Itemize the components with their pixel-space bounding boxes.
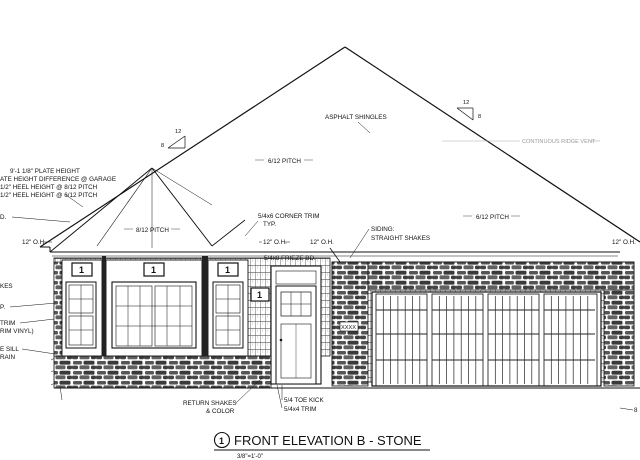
overhang-label: 12" O.H. (22, 239, 46, 246)
toe-kick-label: 5/4 TOE KICK (284, 397, 324, 404)
siding-label: SIDING: (371, 226, 395, 233)
title-number-circle (213, 431, 231, 449)
window-tag-number: 1 (225, 265, 230, 275)
overhang-label: 12" O.H. (263, 239, 287, 246)
plate-note-line: 9'-1 1/8" PLATE HEIGHT (10, 168, 80, 175)
plate-note-line: 1/2" HEEL HEIGHT @ 6/12 PITCH (0, 192, 98, 199)
asphalt-shingles-label: ASPHALT SHINGLES (325, 114, 387, 121)
corner-trim-label: 5/4x6 CORNER TRIM (258, 213, 319, 220)
window-tag: 1 (217, 262, 239, 277)
note-cutoff: D. (0, 214, 7, 221)
note-cutoff: P. (0, 304, 5, 311)
window-left (65, 281, 97, 349)
stone-header (367, 261, 635, 291)
entry-door (270, 265, 322, 385)
window-tag: 1 (250, 287, 270, 302)
overhang-label: 12" O.H. (310, 239, 334, 246)
title-block: 1 FRONT ELEVATION B - STONE 3/8"=1'-0" (213, 431, 430, 460)
garage-door (371, 291, 602, 387)
pitch-run-left: 12 (175, 129, 181, 135)
address-plaque (339, 321, 359, 332)
window-tag-number: 1 (151, 265, 156, 275)
roof (39, 46, 640, 263)
pitch-label-center: 6/12 PITCH (268, 158, 301, 165)
window-tag-number: 1 (257, 290, 262, 300)
stone-wainscot-left (53, 355, 272, 389)
window-tag-number: 1 (79, 265, 84, 275)
pitch-symbol-right: 12 8 (456, 100, 481, 121)
note-cutoff: RIM VINYL) (0, 328, 34, 335)
drawing-scale: 3/8"=1'-0" (237, 454, 263, 460)
return-shakes-label: & COLOR (206, 408, 235, 415)
note-cutoff: RAIN (0, 354, 15, 361)
pitch-label-hip: 8/12 PITCH (136, 227, 169, 234)
pitch-run-right: 12 (463, 100, 469, 106)
address-plaque-text: XXXX (341, 325, 356, 331)
overhang-label: 12" O.H. (612, 239, 636, 246)
plate-height-notes: 9'-1 1/8" PLATE HEIGHT ATE HEIGHT DIFFER… (0, 168, 116, 208)
trim-label: 5/4x4 TRIM (284, 406, 316, 413)
pitch-label-right: 6/12 PITCH (476, 214, 509, 221)
note-cutoff: E SILL (0, 346, 19, 353)
window-tag: 1 (143, 262, 165, 277)
door-knob-icon (279, 338, 283, 342)
plate-note-line: 1/2" HEEL HEIGHT @ 8/12 PITCH (0, 184, 98, 191)
note-cutoff: KES (0, 283, 13, 290)
siding-label: STRAIGHT SHAKES (371, 235, 430, 242)
stone-pier (603, 289, 635, 387)
return-shakes-label: RETURN SHAKES (183, 400, 237, 407)
garage-door-slats (376, 296, 595, 384)
plate-note-line: ATE HEIGHT DIFFERENCE @ GARAGE (0, 176, 116, 183)
note-cutoff: TRIM (0, 320, 15, 327)
pitch-symbol-left: 12 8 (161, 129, 186, 149)
corner-trim-label: TYP. (263, 221, 276, 228)
pitch-rise-right: 8 (478, 114, 481, 120)
ridge-vent-label: CONTINUOUS RIDGE VENT (522, 139, 596, 145)
pitch-rise-left: 8 (161, 143, 164, 149)
window-tag: 1 (71, 262, 93, 277)
frieze-label: 5/4x8 FRIEZE BD. (264, 255, 316, 262)
drawing-title: FRONT ELEVATION B - STONE (234, 433, 422, 448)
title-number: 1 (219, 436, 224, 446)
right-edge-label: 8 (634, 407, 638, 414)
window-right (212, 281, 244, 349)
window-center (111, 281, 197, 349)
